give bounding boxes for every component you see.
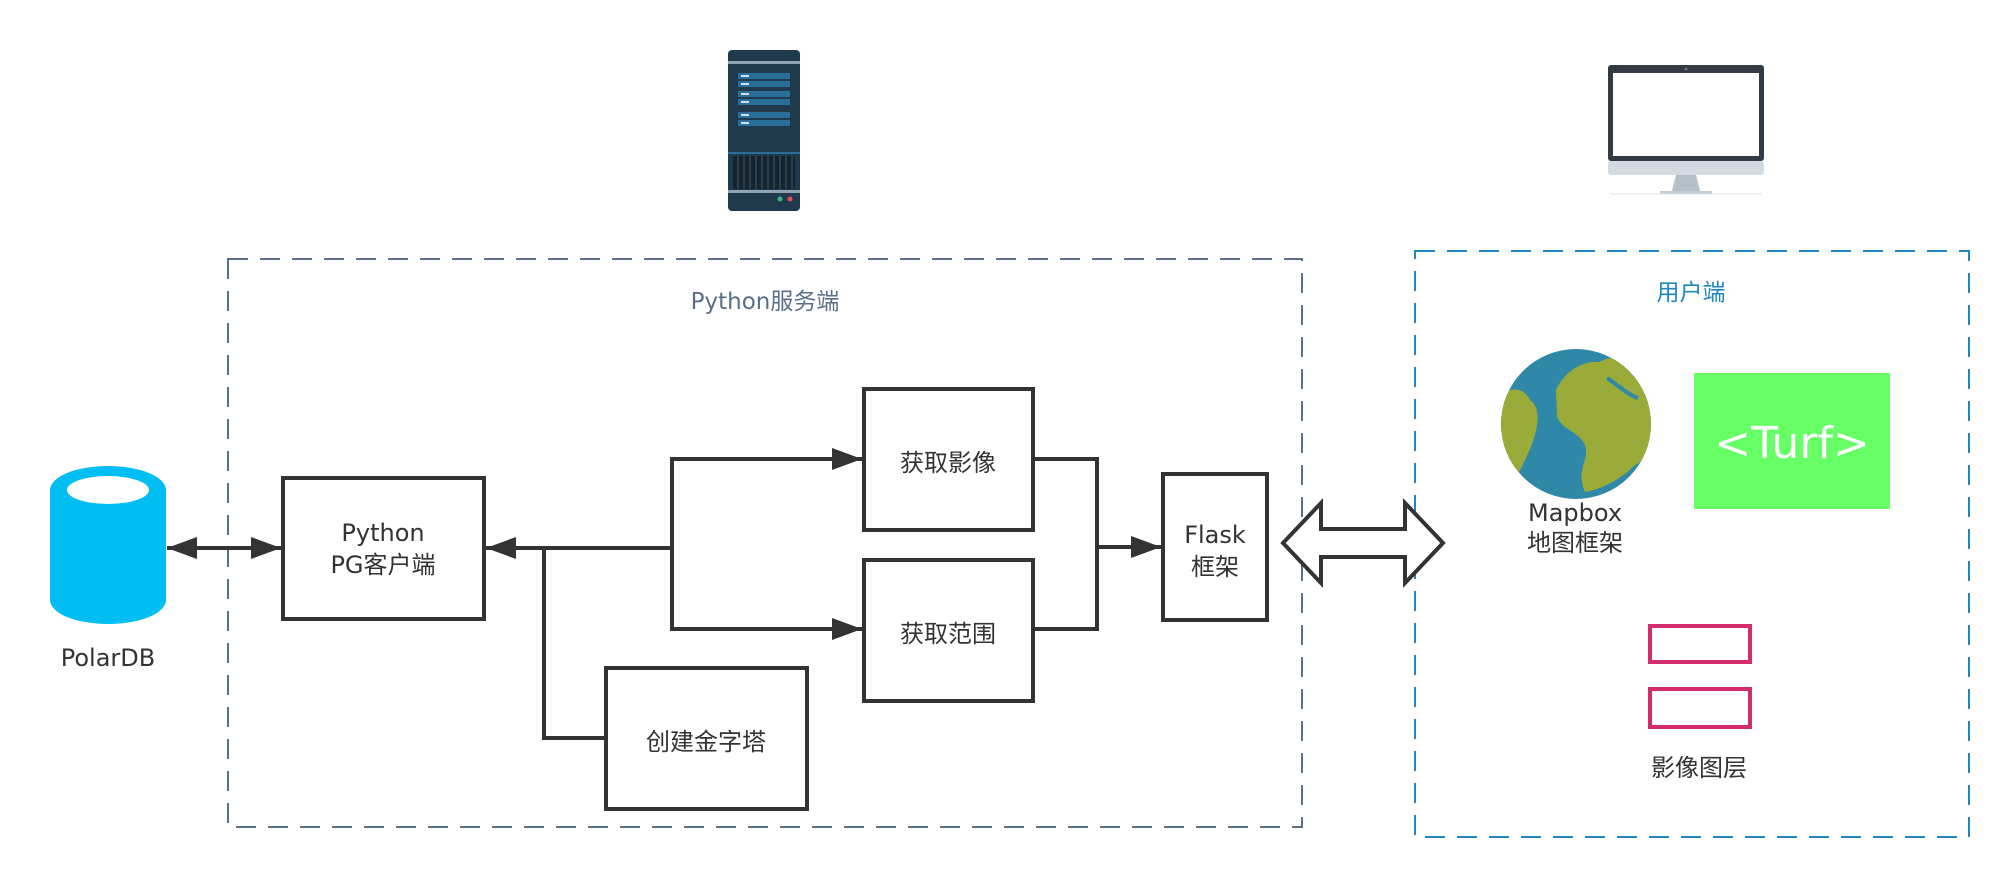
desktop-monitor-icon	[1608, 65, 1764, 195]
turf-box[interactable]	[1694, 373, 1890, 509]
client-group	[1414, 250, 1970, 838]
mapbox-label-line2: 地图框架	[1527, 529, 1623, 557]
edge-get-image-merge	[1035, 457, 1099, 631]
pg-client-box[interactable]	[281, 476, 486, 621]
image-layer-label: 影像图层	[1651, 754, 1747, 782]
globe-icon	[1501, 349, 1651, 499]
server-group-title: Python服务端	[691, 289, 840, 315]
get-image-label: 获取影像	[900, 449, 996, 477]
create-pyramid-box[interactable]	[604, 666, 809, 811]
database-cylinder-icon	[50, 466, 166, 624]
mapbox-label-line1: Mapbox	[1528, 499, 1622, 527]
get-extent-label: 获取范围	[900, 620, 996, 648]
pg-client-label-line2: PG客户端	[330, 551, 435, 579]
turf-label: <Turf>	[1714, 418, 1869, 469]
flask-box[interactable]	[1161, 472, 1269, 622]
pg-client-label-line1: Python	[341, 519, 424, 547]
flask-label-line2: 框架	[1191, 553, 1239, 581]
edge-to-get-image	[670, 448, 862, 548]
bidirectional-block-arrow-icon	[1280, 497, 1446, 589]
create-pyramid-label: 创建金字塔	[646, 728, 766, 756]
client-group-title: 用户端	[1657, 280, 1726, 306]
get-image-box[interactable]	[862, 387, 1035, 532]
flask-label-line1: Flask	[1184, 521, 1246, 549]
edge-create-pyramid	[542, 548, 604, 740]
edge-to-get-extent	[670, 548, 862, 640]
get-extent-box[interactable]	[862, 558, 1035, 703]
database-label: PolarDB	[61, 644, 156, 672]
server-tower-icon	[728, 50, 800, 211]
layer-stack-icon	[1648, 624, 1752, 729]
